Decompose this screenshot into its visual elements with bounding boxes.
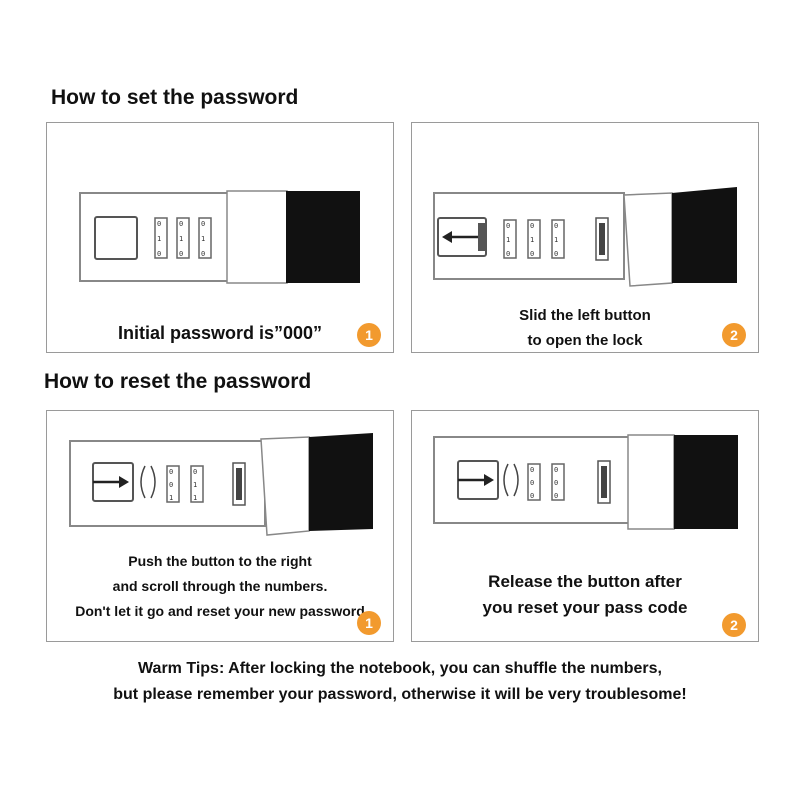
number-dials xyxy=(166,465,204,503)
scroll-icon xyxy=(140,465,156,499)
step-number-badge: 1 xyxy=(357,323,381,347)
dial-digit: 1 xyxy=(554,236,558,244)
dial-digit: 0 xyxy=(554,222,558,230)
dial-digit: 0 xyxy=(169,468,173,476)
dial-digit: 0 xyxy=(169,481,173,489)
dial-digit: 1 xyxy=(179,235,183,243)
dial-digit: 0 xyxy=(554,466,558,474)
notebook-cover xyxy=(672,187,737,283)
dial-digit: 1 xyxy=(506,236,510,244)
warm-tips-line-2: but please remember your password, other… xyxy=(113,686,687,703)
dial-digit: 1 xyxy=(157,235,161,243)
step-panel-reset-2: 0 0 0 0 0 0 Release the button after you re… xyxy=(411,410,759,642)
dial-digit: 0 xyxy=(554,479,558,487)
step-caption: Slid the left button to open the lock xyxy=(519,307,651,349)
dial-digit: 1 xyxy=(193,494,197,502)
notebook-cover xyxy=(286,191,360,283)
notebook-page xyxy=(627,434,675,530)
number-dials xyxy=(154,217,212,259)
dial-digit: 0 xyxy=(179,220,183,228)
step-caption: Release the button after you reset your … xyxy=(482,572,688,617)
dial-digit: 0 xyxy=(157,250,161,258)
dial-digit: 0 xyxy=(554,250,558,258)
lock-illustration: 0 0 0 1 1 1 xyxy=(69,433,373,536)
dial-digit: 0 xyxy=(193,468,197,476)
dial-digit: 1 xyxy=(193,481,197,489)
dial-digit: 1 xyxy=(201,235,205,243)
dial-digit: 0 xyxy=(530,466,534,474)
dial-digit: 0 xyxy=(157,220,161,228)
warm-tips-line-1: Warm Tips: After locking the notebook, y… xyxy=(138,660,662,677)
step-caption: Initial password is”000” xyxy=(117,323,323,343)
dial-digit: 1 xyxy=(530,236,534,244)
dial-digit: 0 xyxy=(506,250,510,258)
dial-digit: 0 xyxy=(506,222,510,230)
dial-digit: 0 xyxy=(530,492,534,500)
dial-digit: 0 xyxy=(530,479,534,487)
dial-digit: 0 xyxy=(530,222,534,230)
notebook-cover xyxy=(309,433,373,531)
lock-illustration: 0 0 0 1 1 1 0 0 0 xyxy=(79,190,360,284)
dial-digit: 0 xyxy=(201,250,205,258)
arrow-right-icon xyxy=(458,474,494,486)
step-panel-reset-1: 0 0 0 1 1 1 Push the button to the right an… xyxy=(46,410,394,642)
dial-digit: 0 xyxy=(179,250,183,258)
dial-digit: 0 xyxy=(530,250,534,258)
lock-illustration: 0 0 0 1 1 1 0 0 0 xyxy=(433,187,737,287)
arrow-right-icon xyxy=(93,476,129,488)
scroll-icon xyxy=(503,463,519,497)
notebook-page xyxy=(260,436,310,536)
step-panel-set-2: 0 0 0 1 1 1 0 0 0 Slid the left button to open… xyxy=(411,122,759,353)
step-number-badge: 1 xyxy=(357,611,381,635)
set-password-heading: How to set the password xyxy=(51,86,299,109)
dial-digit: 0 xyxy=(554,492,558,500)
notebook-cover xyxy=(674,435,738,529)
dial-digit: 1 xyxy=(169,494,173,502)
number-dials xyxy=(503,219,565,259)
dial-digit: 0 xyxy=(201,220,205,228)
warm-tips: Warm Tips: After locking the notebook, y… xyxy=(0,656,800,708)
lock-illustration: 0 0 0 0 0 0 xyxy=(433,434,738,530)
step-caption: Push the button to the right and scroll … xyxy=(75,553,365,619)
notebook-page xyxy=(226,190,288,284)
step-panel-set-1: 0 0 0 1 1 1 0 0 0 Initial password is”000” 1 xyxy=(46,122,394,353)
reset-password-heading: How to reset the password xyxy=(44,370,312,393)
step-number-badge: 2 xyxy=(722,613,746,637)
step-number-badge: 2 xyxy=(722,323,746,347)
arrow-left-icon xyxy=(442,231,478,243)
slide-button xyxy=(94,216,138,260)
notebook-page xyxy=(623,192,673,287)
number-dials xyxy=(527,463,565,501)
